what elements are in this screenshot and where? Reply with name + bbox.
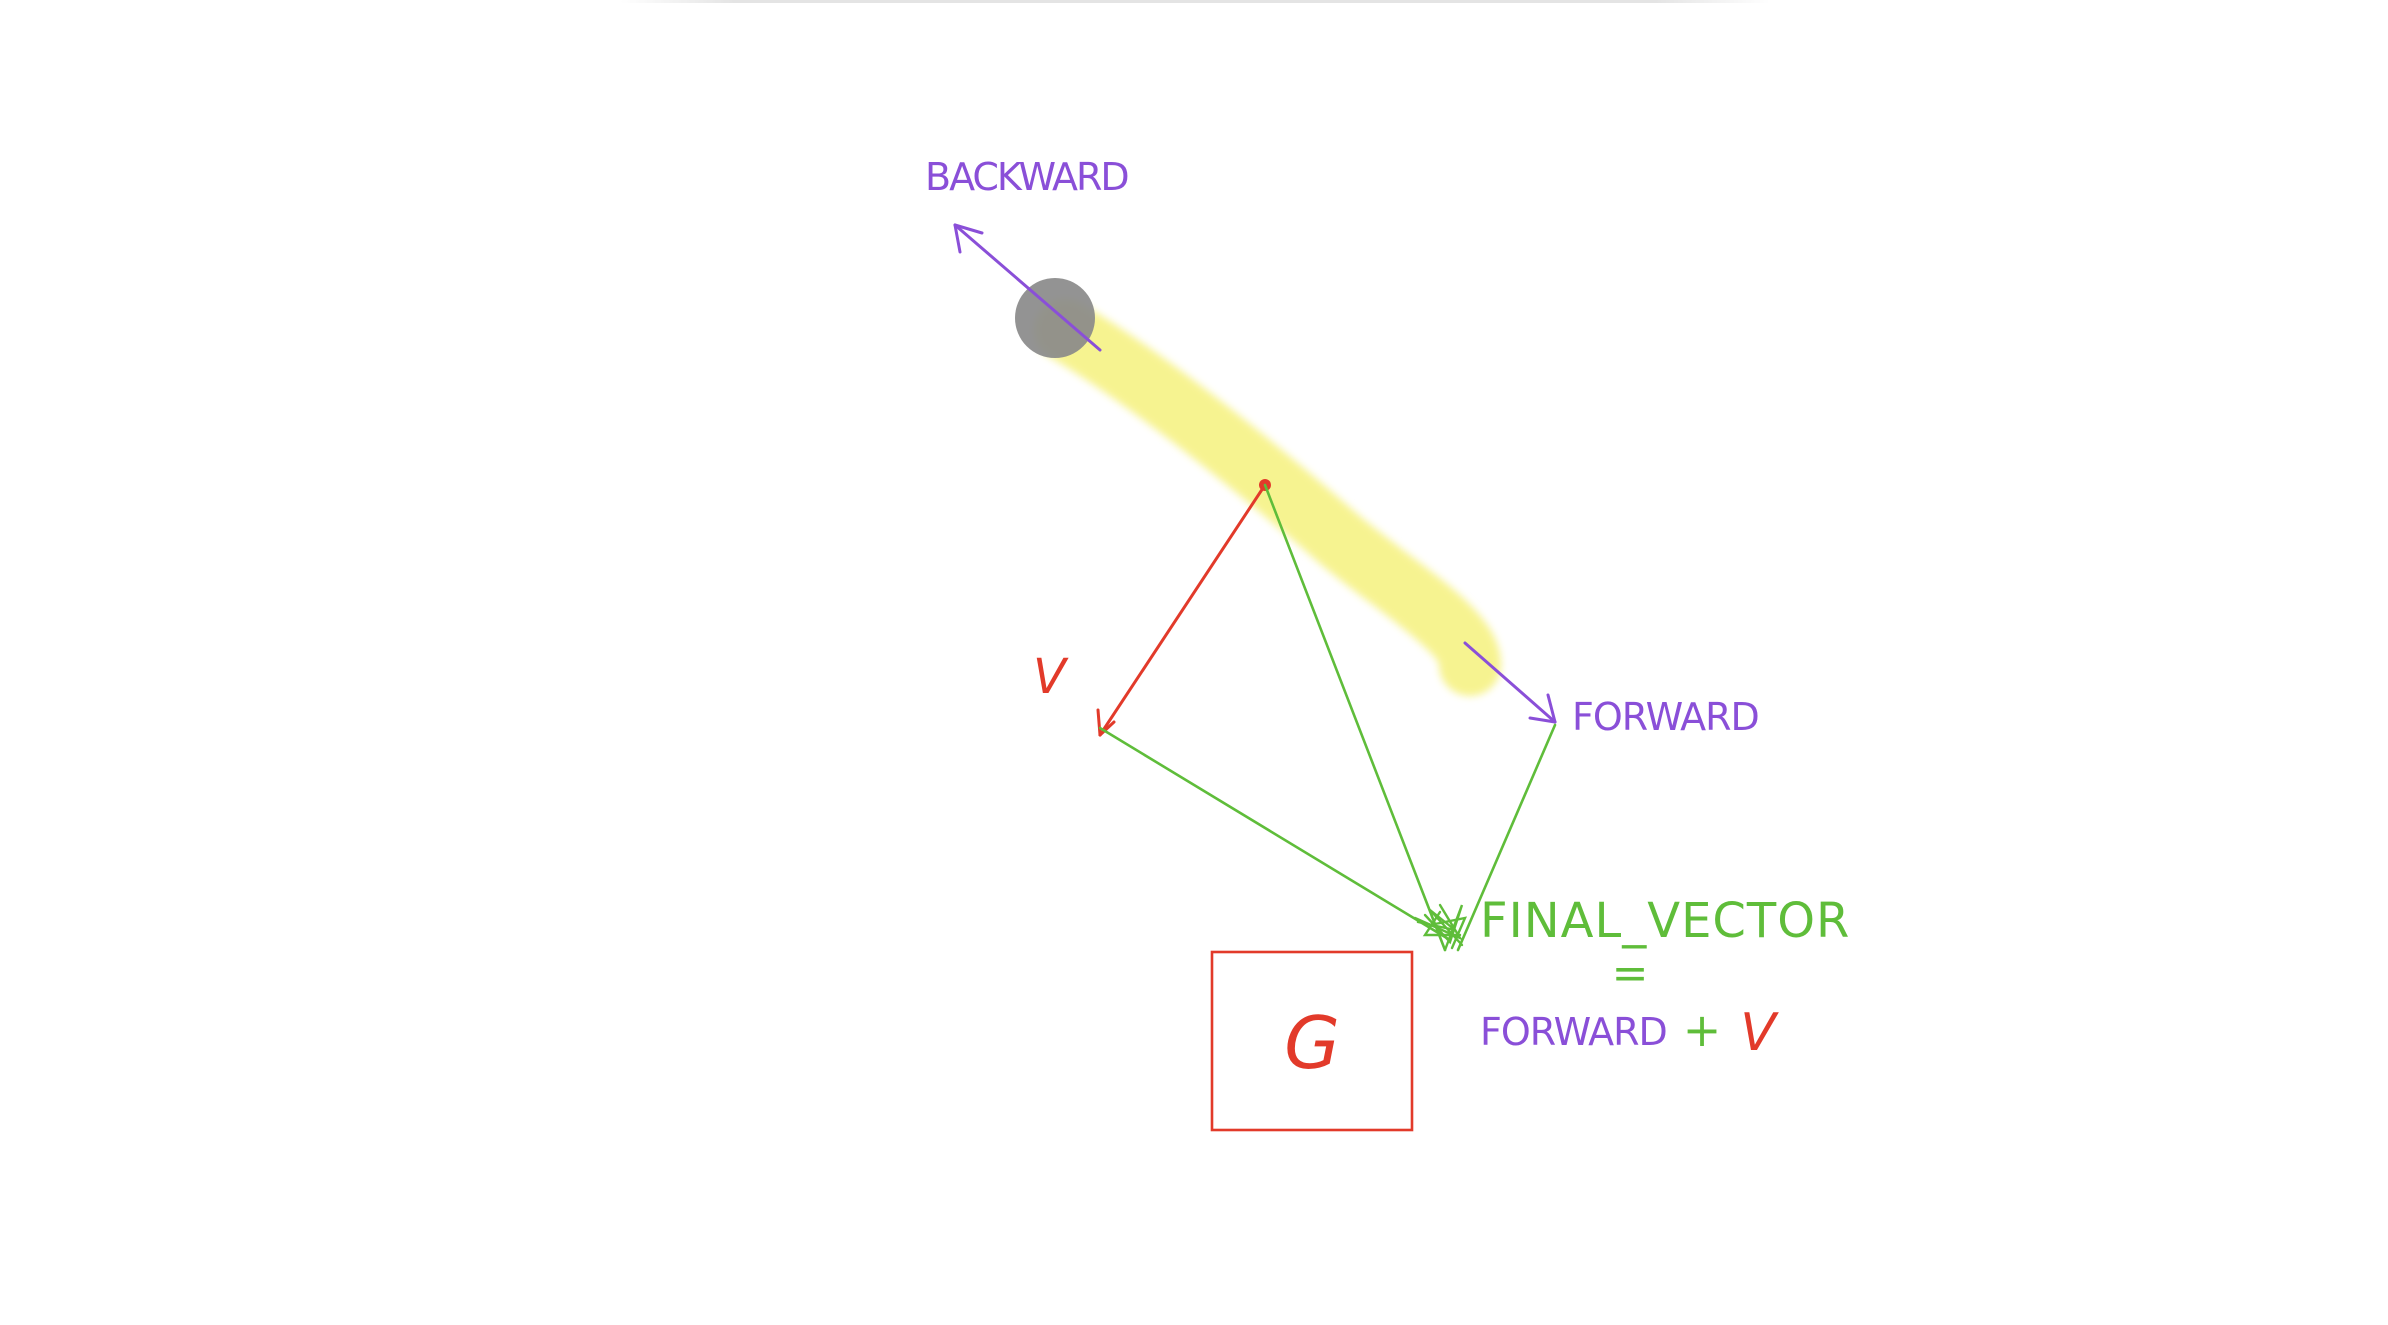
top-edge-shadow [620,0,1770,3]
v-to-final-line [1098,726,1452,942]
goal-box [1210,950,1414,1132]
yellow-highlight-stroke [1034,299,1501,696]
goal-letter: G [1284,1001,1340,1085]
forward-to-final-line [1456,723,1557,952]
v-vector-arrow [1096,483,1267,737]
grey-object-circle [1015,278,1095,358]
final-vector-arrowhead [1413,903,1468,952]
sum-forward-term: FORWARD [1480,1010,1667,1054]
final-vector-label: FINAL_VECTOR [1480,893,1850,949]
green-vectors [1098,483,1557,952]
v-label: V [1033,649,1069,705]
center-to-final-line [1263,483,1447,952]
forward-label: FORWARD [1572,695,1759,739]
sum-v-term: V [1740,1003,1779,1063]
forward-arrow [1463,641,1557,724]
backward-label: BACKWARD [925,155,1128,199]
equals-sign: = [1612,948,1649,999]
plus-sign: + [1683,1003,1722,1057]
backward-arrow [953,223,1102,352]
